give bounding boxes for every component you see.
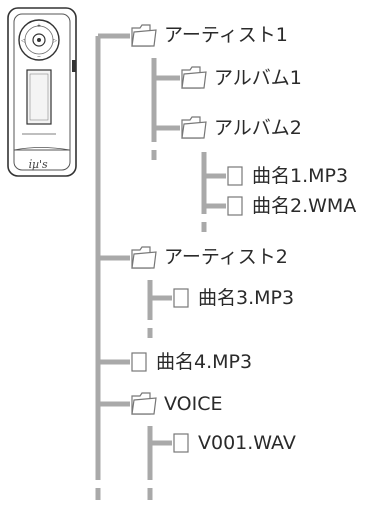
artist2-label: アーティスト2 (164, 246, 288, 268)
file-icon-song2 (227, 196, 243, 216)
voicefile-label: V001.WAV (198, 432, 296, 454)
music-player-device-icon: + − ◁ ▷ (7, 7, 77, 177)
svg-text:+: + (37, 23, 41, 29)
svg-text:◁: ◁ (21, 38, 25, 44)
folder-icon-artist2 (131, 246, 157, 269)
folder-icons (131, 24, 207, 415)
file-icon-song4 (131, 352, 147, 372)
song3-label: 曲名3.MP3 (198, 287, 295, 309)
album1-label: アルバム1 (214, 67, 302, 89)
svg-text:▷: ▷ (53, 38, 57, 44)
tree-connectors (95, 33, 226, 500)
folder-icon-album2 (181, 116, 207, 139)
folder-icon-artist1 (131, 24, 157, 47)
file-icon-song3 (173, 288, 189, 308)
device-screen (26, 69, 52, 125)
folder-icon-album1 (181, 66, 207, 89)
voice-label: VOICE (164, 393, 223, 415)
song2-label: 曲名2.WMA (252, 195, 357, 217)
folder-icon-voice (131, 392, 157, 415)
device-brand-logo: i̇µ's (28, 158, 48, 171)
song1-label: 曲名1.MP3 (252, 165, 349, 187)
file-icon-voicefile (173, 433, 189, 453)
album2-label: アルバム2 (214, 117, 302, 139)
svg-text:−: − (37, 54, 41, 60)
file-icon-song1 (227, 166, 243, 186)
artist1-label: アーティスト1 (164, 24, 288, 46)
song4-label: 曲名4.MP3 (156, 351, 253, 373)
file-icons (131, 166, 243, 453)
